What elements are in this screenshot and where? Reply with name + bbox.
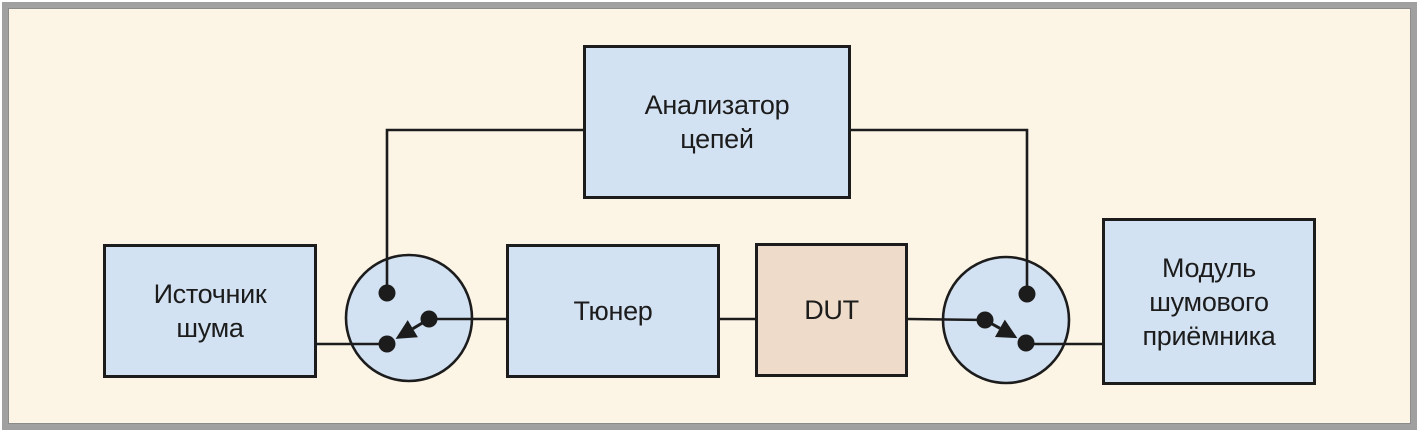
switch-right-port-left-dot xyxy=(976,311,994,329)
wire-analyzer-to-left-switch xyxy=(385,128,583,293)
block-network-analyzer-label: Анализатор цепей xyxy=(644,90,790,154)
block-noise-receiver-module-label: Модуль шумового приёмника xyxy=(1142,252,1276,351)
block-noise-source-label: Источник шума xyxy=(153,279,267,343)
wire-dut-to-right-switch xyxy=(907,317,986,322)
switch-left-port-right-dot xyxy=(420,310,438,328)
switch-left-port-top-dot xyxy=(378,284,396,302)
switch-left-arrowhead-icon xyxy=(395,320,418,339)
block-tuner-label: Тюнер xyxy=(573,296,653,326)
switch-left-port-left-dot xyxy=(378,335,396,353)
wire-analyzer-to-right-switch xyxy=(851,128,1029,294)
switch-right-port-right-dot xyxy=(1017,334,1035,352)
block-noise-receiver-module: Модуль шумового приёмника xyxy=(1102,218,1316,385)
switch-right-port-top-dot xyxy=(1018,285,1036,303)
switch-right-arrowhead-icon xyxy=(995,319,1018,339)
block-dut-label: DUT xyxy=(804,295,859,325)
block-network-analyzer: Анализатор цепей xyxy=(583,45,851,199)
block-noise-source: Источник шума xyxy=(103,244,317,378)
block-dut: DUT xyxy=(755,243,908,377)
block-tuner: Тюнер xyxy=(506,244,720,378)
